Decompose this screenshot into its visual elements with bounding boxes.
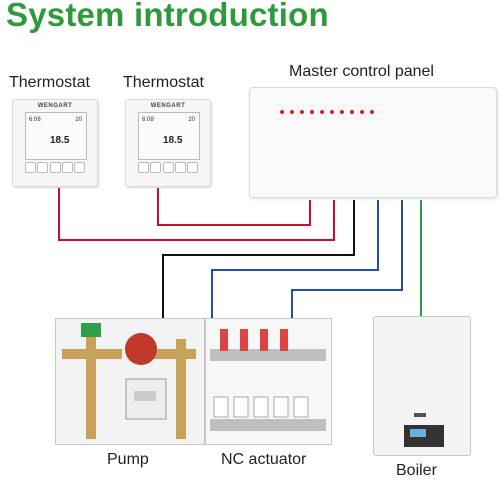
thermostat-temperature: 18.5: [50, 135, 70, 146]
wire-actuator-1: [211, 200, 379, 335]
thermostat-screen: 6:08 20 18.5: [138, 112, 200, 160]
master-control-panel: [249, 87, 497, 198]
status-led: [360, 110, 364, 114]
pump-illustration: [62, 323, 196, 439]
wire-pump: [162, 200, 355, 318]
ok-button: [49, 162, 61, 173]
actuator-manifold-photo: [205, 318, 332, 445]
boiler-photo: [373, 316, 471, 456]
down-button: [61, 162, 73, 173]
status-led: [310, 110, 314, 114]
thermostat-setpoint: 20: [188, 117, 195, 123]
thermostat-buttons: [25, 162, 85, 173]
boiler-label: Boiler: [396, 462, 437, 479]
wire-thermostat-1: [58, 188, 335, 241]
boiler-illustration: [404, 413, 444, 447]
thermostat-screen: 6:08 20 18.5: [25, 112, 87, 160]
status-led: [290, 110, 294, 114]
status-led: [330, 110, 334, 114]
manifold-illustration: [210, 329, 326, 431]
status-led: [340, 110, 344, 114]
thermostat-temperature: 18.5: [163, 135, 183, 146]
thermostat-brand: WENGART: [150, 103, 186, 109]
up-button: [187, 162, 198, 173]
up-button: [74, 162, 85, 173]
thermostat-brand: WENGART: [37, 103, 73, 109]
panel-label: Master control panel: [289, 63, 434, 80]
status-led: [300, 110, 304, 114]
thermostat-clock: 6:08: [142, 117, 154, 123]
pump-label: Pump: [107, 451, 149, 468]
menu-button: [150, 162, 162, 173]
wire-thermostat-2: [157, 188, 311, 226]
status-led: [280, 110, 284, 114]
power-button: [25, 162, 36, 173]
ok-button: [162, 162, 174, 173]
page-title: System introduction: [6, 0, 329, 33]
down-button: [174, 162, 186, 173]
status-led: [320, 110, 324, 114]
wire-actuator-2: [291, 200, 403, 335]
pump-photo: [55, 318, 205, 445]
status-led: [370, 110, 374, 114]
thermostat-setpoint: 20: [75, 117, 82, 123]
status-led: [350, 110, 354, 114]
thermostat-2: WENGART 6:08 20 18.5: [125, 99, 211, 187]
thermostat-clock: 6:08: [29, 117, 41, 123]
thermostat-1-label: Thermostat: [9, 74, 90, 91]
actuator-label: NC actuator: [221, 451, 307, 468]
thermostat-1: WENGART 6:08 20 18.5: [12, 99, 98, 187]
power-button: [138, 162, 149, 173]
menu-button: [37, 162, 49, 173]
thermostat-2-label: Thermostat: [123, 74, 204, 91]
thermostat-buttons: [138, 162, 198, 173]
